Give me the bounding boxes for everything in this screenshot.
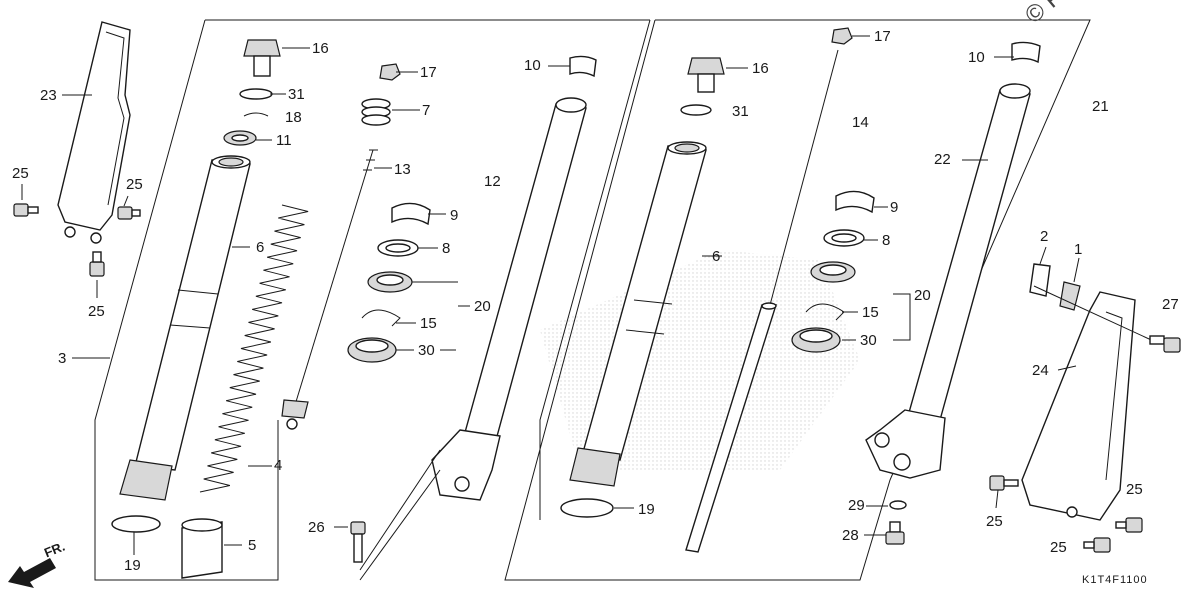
callout-8: 8 (882, 232, 891, 249)
callout-7: 7 (422, 102, 431, 119)
callout-9: 9 (450, 207, 459, 224)
bolt-28 (885, 521, 905, 545)
bolt-25-right-c (1083, 537, 1111, 553)
ring-10-right (1011, 41, 1041, 64)
callout-31: 31 (732, 103, 749, 120)
callout-16: 16 (312, 40, 329, 57)
callout-4: 4 (274, 457, 283, 474)
callout-11: 11 (276, 132, 292, 149)
callout-24: 24 (1032, 362, 1049, 379)
callout-5: 5 (248, 537, 257, 554)
nut-17-left (379, 63, 401, 81)
spring-4 (199, 204, 309, 493)
fork-guard-24 (1021, 291, 1136, 521)
seal-9-right (835, 190, 875, 214)
front-direction-arrow (8, 558, 56, 588)
callout-19: 19 (638, 501, 655, 518)
seal-8-right (823, 229, 865, 247)
callout-10: 10 (968, 49, 985, 66)
callout-12: 12 (484, 173, 501, 190)
callout-25: 25 (12, 165, 29, 182)
callout-31: 31 (288, 86, 305, 103)
callout-21: 21 (1092, 98, 1109, 115)
seal-20-left (367, 271, 413, 293)
callout-20: 20 (914, 287, 931, 304)
callout-27: 27 (1162, 296, 1179, 313)
seal-8-left (377, 239, 419, 257)
callout-15: 15 (420, 315, 437, 332)
callout-19: 19 (124, 557, 141, 574)
callout-10: 10 (524, 57, 541, 74)
callout-29: 29 (848, 497, 865, 514)
cap-bolt-16-right (687, 57, 725, 93)
callout-9: 9 (890, 199, 899, 216)
o-ring-31-right (680, 104, 712, 116)
callout-25: 25 (986, 513, 1003, 530)
washer-29 (889, 500, 907, 510)
bolt-26 (350, 521, 366, 563)
nut-17-right (831, 27, 853, 45)
callout-8: 8 (442, 240, 451, 257)
callout-2: 2 (1040, 228, 1049, 245)
callout-25: 25 (1050, 539, 1067, 556)
callout-25: 25 (88, 303, 105, 320)
callout-17: 17 (874, 28, 891, 45)
bracket-1 (1059, 281, 1081, 311)
bolt-25-left-a (13, 203, 39, 217)
ring-10-left (569, 55, 597, 78)
o-ring-31-left (239, 88, 273, 100)
callout-1: 1 (1074, 241, 1083, 258)
callout-16: 16 (752, 60, 769, 77)
ring-19-right (560, 498, 614, 518)
seal-30-left (347, 337, 397, 363)
ring-19-left (111, 515, 161, 533)
callout-3: 3 (58, 350, 67, 367)
outer-tube-6-left (119, 155, 251, 501)
callout-30: 30 (418, 342, 435, 359)
callout-13: 13 (394, 161, 411, 178)
bolt-25-left-c (89, 251, 105, 277)
fork-guard-23 (57, 21, 131, 244)
callout-25: 25 (1126, 481, 1143, 498)
outer-tube-6-right (569, 141, 707, 487)
callout-6: 6 (712, 248, 721, 265)
inner-tube-22 (865, 83, 1031, 479)
seal-20-right (810, 261, 856, 283)
callout-25: 25 (126, 176, 143, 193)
spring-7 (361, 98, 391, 126)
callout-17: 17 (420, 64, 437, 81)
callout-6: 6 (256, 239, 265, 256)
seal-9-left (391, 202, 431, 226)
washer-11 (223, 130, 257, 146)
callout-14: 14 (852, 114, 869, 131)
callout-26: 26 (308, 519, 325, 536)
clip-18 (243, 112, 269, 117)
callout-15: 15 (862, 304, 879, 321)
bolt-25-right-b (1115, 517, 1143, 533)
bracket-2 (1029, 263, 1051, 297)
callout-30: 30 (860, 332, 877, 349)
left-panel-outline (94, 19, 650, 581)
clip-15-left (361, 309, 401, 327)
bolt-27 (1149, 335, 1181, 353)
callout-28: 28 (842, 527, 859, 544)
inner-tube-12 (431, 97, 587, 501)
leader-lines (21, 35, 1080, 555)
callout-18: 18 (285, 109, 302, 126)
callout-22: 22 (934, 151, 951, 168)
callout-23: 23 (40, 87, 57, 104)
rod-14 (685, 49, 839, 553)
bolt-25-right-a (989, 475, 1019, 491)
cap-bolt-16-left (243, 39, 281, 77)
diagram-code: K1T4F1100 (1082, 574, 1148, 586)
bolt-25-left-b (117, 206, 141, 220)
seal-30-right (791, 327, 841, 353)
damper-rod-13 (281, 149, 378, 430)
callout-20: 20 (474, 298, 491, 315)
collar-5 (181, 518, 223, 579)
